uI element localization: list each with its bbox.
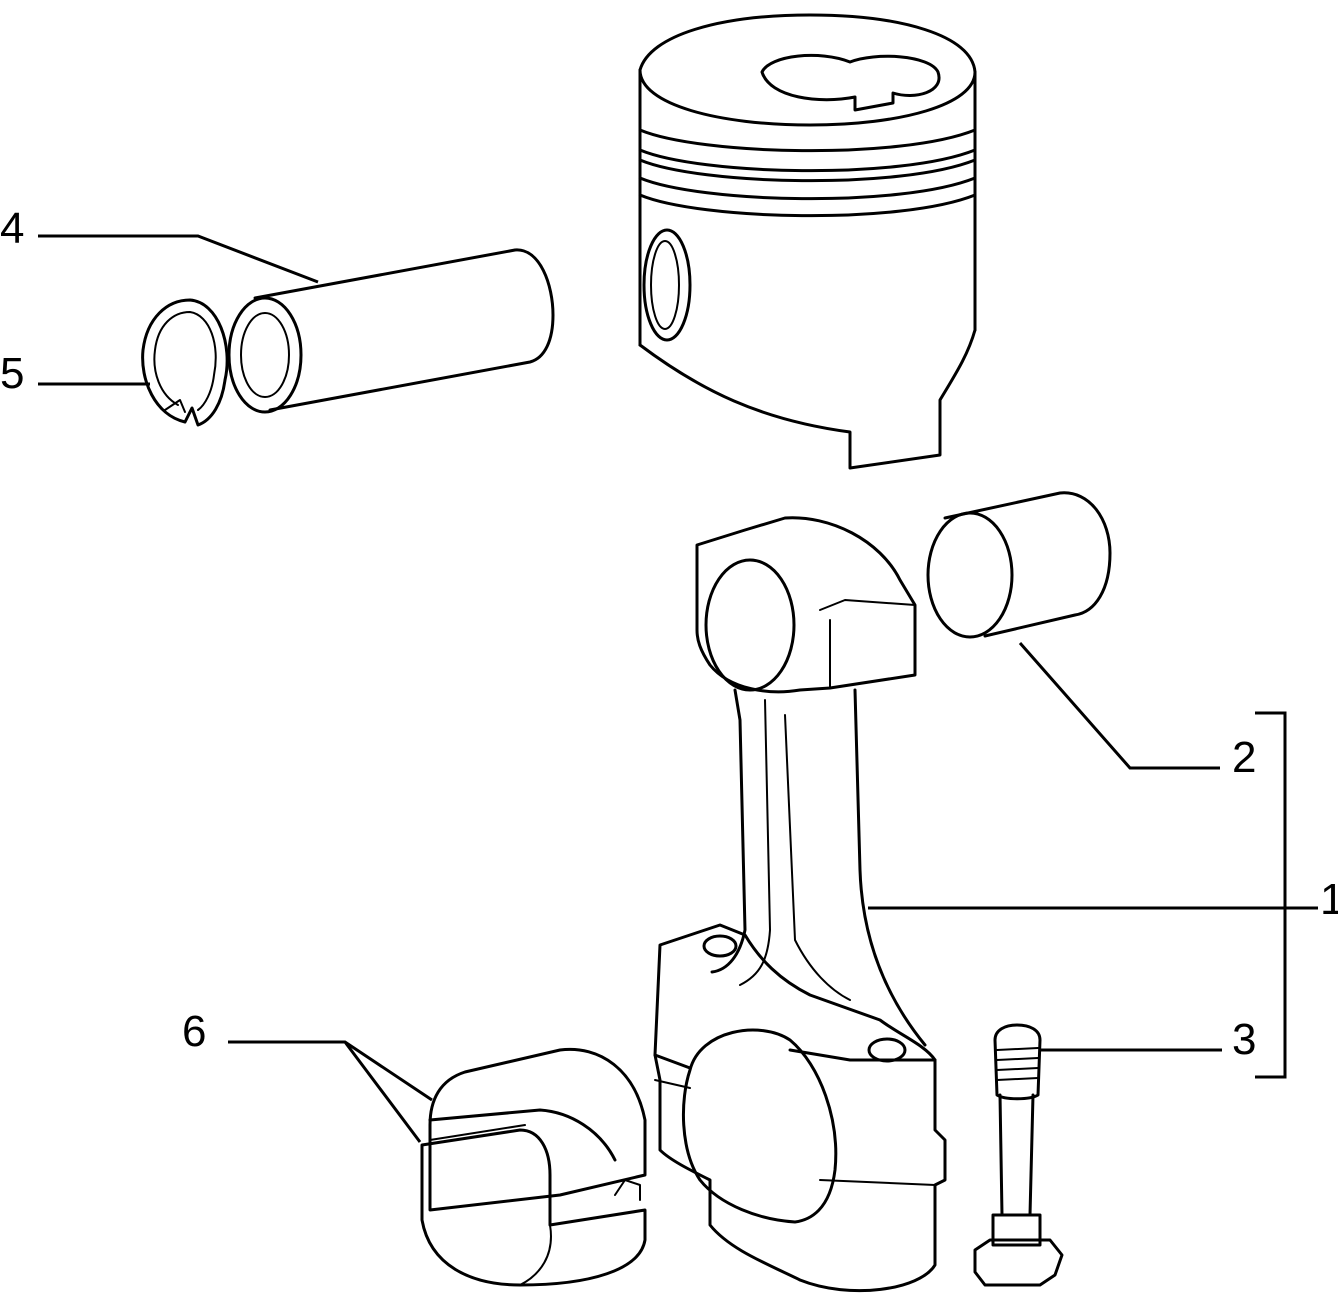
- small-end-bushing: [926, 491, 1112, 639]
- callout-label-1: 1: [1320, 875, 1338, 924]
- connecting-rod: [653, 516, 947, 1293]
- callout-label-5: 5: [0, 349, 25, 398]
- callout-label-6: 6: [182, 1007, 207, 1056]
- rod-bolt: [973, 1023, 1064, 1287]
- callout-label-4: 4: [0, 204, 25, 253]
- piston: [638, 13, 977, 470]
- circlip: [141, 298, 229, 427]
- leader-lines: [38, 234, 1318, 1143]
- callout-label-2: 2: [1232, 733, 1257, 782]
- piston-pin: [227, 248, 555, 414]
- callout-label-3: 3: [1232, 1015, 1257, 1064]
- big-end-bearing-shells: [420, 1047, 647, 1287]
